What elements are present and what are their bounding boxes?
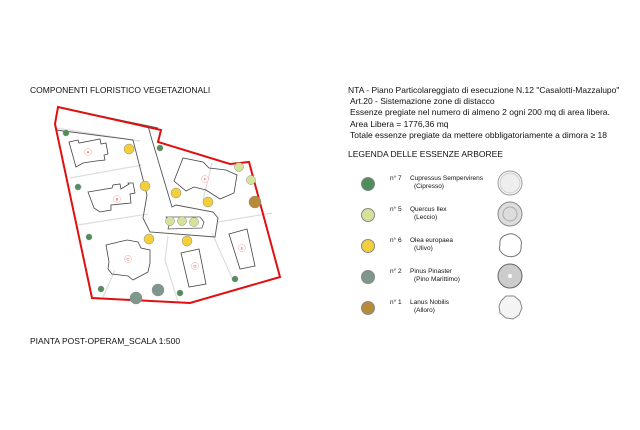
scale-caption: PIANTA POST-OPERAM_SCALA 1:500	[30, 336, 181, 346]
tree-icon	[143, 233, 155, 245]
nta-line: NTA - Piano Particolareggiato di esecuzi…	[348, 85, 620, 95]
building-label: C	[127, 257, 130, 262]
tree-symbol-icon	[497, 263, 523, 289]
legend-count: n° 6	[390, 237, 402, 244]
legend-name-block: Pinus Pinaster(Pino Marittimo)	[410, 268, 460, 284]
site-boundary	[53, 105, 282, 305]
nta-line: Essenze pregiate nel numero di almeno 2 …	[350, 107, 610, 118]
tree-icon	[177, 216, 187, 226]
building-labels: A B C D E F	[84, 148, 246, 270]
tree-icon	[74, 183, 82, 191]
building-label: F	[204, 177, 207, 182]
legend-name-block: Olea europaea(Ulivo)	[410, 237, 453, 253]
building-label: D	[194, 264, 197, 269]
building-marker	[201, 175, 209, 183]
tree-icon	[165, 216, 175, 226]
building-label: E	[241, 246, 244, 251]
tree-icon	[97, 285, 105, 293]
tree-swatch-icon	[361, 208, 375, 222]
tree-icon	[189, 217, 199, 227]
tree-icon	[181, 235, 193, 247]
tree-swatch-icon	[361, 270, 375, 284]
legend-count: n° 7	[390, 175, 402, 182]
tree-icon	[156, 144, 164, 152]
legend-common-name: (Ulivo)	[414, 245, 433, 252]
paths	[55, 127, 273, 303]
building-label: B	[116, 197, 119, 202]
legend-name: Quercus Ilex	[410, 206, 447, 213]
legend-common-name: (Cipresso)	[414, 183, 444, 190]
legend-item: n° 5 Quercus Ilex(Leccio)	[358, 201, 548, 232]
legend-count: n° 5	[390, 206, 402, 213]
tree-icon	[234, 162, 244, 172]
legend-name-block: Quercus Ilex(Leccio)	[410, 206, 447, 222]
legend-name: Pinus Pinaster	[410, 268, 452, 275]
tree-icon	[170, 187, 182, 199]
trees	[62, 129, 262, 305]
legend-count: n° 1	[390, 299, 402, 306]
buildings	[68, 138, 256, 288]
tree-icon	[176, 289, 184, 297]
legend-item: n° 1 Lanus Nobilis(Alloro)	[358, 295, 548, 325]
nta-line: Art.20 - Sistemazione zone di distacco	[350, 96, 495, 107]
legend-item: n° 2 Pinus Pinaster(Pino Marittimo)	[358, 263, 548, 294]
tree-icon	[202, 196, 214, 208]
legend-count: n° 2	[390, 268, 402, 275]
legend-common-name: (Pino Marittimo)	[414, 276, 460, 283]
tree-symbol-icon	[498, 295, 523, 320]
tree-symbol-icon	[497, 201, 523, 227]
legend-item: n° 6 Olea europaea(Ulivo)	[358, 233, 548, 263]
nta-line: Area Libera = 1776,36 mq	[350, 118, 449, 129]
tree-icon	[231, 275, 239, 283]
legend-title: LEGENDA DELLE ESSENZE ARBOREE	[348, 149, 503, 159]
tree-icon	[129, 291, 143, 305]
tree-icon	[85, 233, 93, 241]
tree-symbol-icon	[497, 170, 523, 196]
tree-swatch-icon	[361, 301, 375, 315]
building-marker	[84, 148, 92, 156]
legend-common-name: (Alloro)	[414, 307, 435, 314]
tree-icon	[123, 143, 135, 155]
building-marker	[238, 244, 246, 252]
tree-swatch-icon	[361, 177, 375, 191]
tree-icon	[246, 175, 256, 185]
legend-name: Olea europaea	[410, 237, 454, 244]
legend-item: n° 7 Cupressus Sempervirens(Cipresso)	[358, 170, 548, 201]
legend-name: Lanus Nobilis	[410, 299, 450, 306]
tree-icon	[248, 195, 262, 209]
building-marker	[113, 195, 121, 203]
legend-name: Cupressus Sempervirens	[410, 175, 483, 182]
legend-common-name: (Leccio)	[414, 214, 438, 221]
building-marker	[191, 262, 199, 270]
legend-name-block: Cupressus Sempervirens(Cipresso)	[410, 175, 483, 191]
building-marker	[124, 255, 132, 263]
tree-swatch-icon	[361, 239, 375, 253]
plan-title: COMPONENTI FLORISTICO VEGETAZIONALI	[30, 85, 211, 95]
nta-line: Totale essenze pregiate da mettere obbli…	[350, 129, 607, 140]
legend-name-block: Lanus Nobilis(Alloro)	[410, 299, 449, 315]
building-label: A	[87, 150, 90, 155]
tree-symbol-icon	[498, 233, 522, 258]
tree-icon	[151, 283, 165, 297]
tree-icon	[62, 129, 70, 137]
tree-icon	[139, 180, 151, 192]
nta-notes: NTA - Piano Particolareggiato di esecuzi…	[348, 85, 619, 141]
